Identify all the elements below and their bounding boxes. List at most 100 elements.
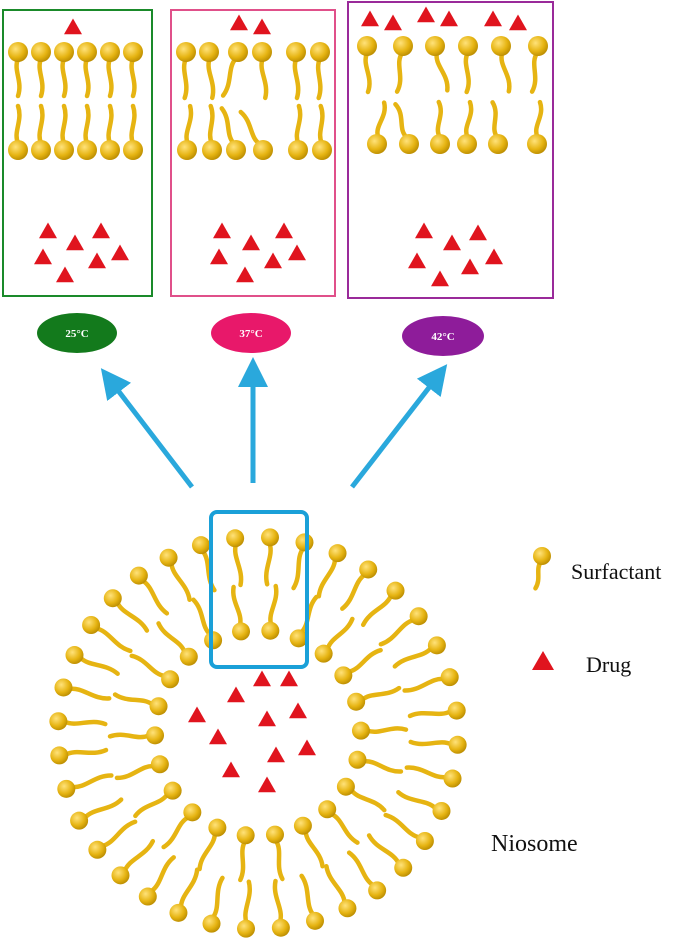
surfactant-molecule bbox=[286, 42, 306, 101]
surfactant-molecule bbox=[404, 765, 462, 788]
surfactant-molecule bbox=[528, 36, 548, 94]
surfactant-molecule bbox=[197, 818, 227, 872]
temp-oval bbox=[402, 316, 484, 356]
panel-bilayer bbox=[8, 18, 143, 283]
surfactant-molecule bbox=[299, 873, 325, 930]
surfactant-molecule bbox=[347, 685, 402, 711]
surfactant-molecule bbox=[340, 560, 378, 611]
drug-molecule bbox=[288, 244, 306, 261]
surfactant-molecule bbox=[293, 816, 325, 869]
drug-molecule bbox=[264, 252, 282, 269]
surfactant-molecule bbox=[392, 636, 446, 669]
panel-bilayer bbox=[357, 6, 548, 287]
drug-molecule bbox=[469, 224, 487, 241]
surfactant-molecule bbox=[169, 867, 200, 922]
drug-molecule bbox=[39, 222, 57, 239]
drug-molecule bbox=[188, 706, 206, 723]
surfactant-molecule bbox=[123, 42, 143, 99]
surfactant-molecule bbox=[133, 781, 182, 819]
surfactant-molecule bbox=[314, 616, 355, 663]
surfactant-molecule bbox=[220, 42, 248, 98]
surfactant-molecule bbox=[70, 797, 124, 830]
panel-25c bbox=[2, 9, 153, 297]
surfactant-molecule bbox=[367, 100, 387, 154]
legend-drug-icon bbox=[532, 651, 554, 670]
panel-42c bbox=[347, 1, 554, 299]
surfactant-molecule bbox=[383, 812, 434, 851]
drug-molecule bbox=[280, 670, 298, 687]
surfactant-molecule bbox=[77, 42, 97, 99]
surfactant-molecule bbox=[54, 42, 74, 99]
surfactant-molecule bbox=[8, 103, 28, 160]
surfactant-molecule bbox=[107, 726, 165, 745]
surfactant-molecule bbox=[159, 548, 192, 602]
panel-37c bbox=[170, 9, 336, 297]
surfactant-molecule bbox=[351, 721, 409, 740]
temp-badge-25c: 25°C bbox=[37, 313, 117, 353]
surfactant-molecule bbox=[271, 878, 290, 937]
drug-molecule bbox=[289, 702, 307, 719]
surfactant-molecule bbox=[312, 103, 332, 160]
surfactant-molecule bbox=[425, 36, 450, 93]
surfactant-molecule bbox=[31, 42, 51, 99]
surfactant-molecule bbox=[288, 103, 308, 160]
drug-molecule bbox=[92, 222, 110, 239]
surfactant-molecule bbox=[318, 800, 360, 845]
surfactant-molecule bbox=[393, 36, 413, 94]
surfactant-molecule bbox=[265, 825, 285, 882]
surfactant-molecule bbox=[82, 615, 133, 654]
surfactant-molecule bbox=[57, 773, 114, 798]
surfactant-molecule bbox=[402, 668, 459, 693]
surfactant-molecule bbox=[103, 589, 150, 633]
surfactant-molecule bbox=[123, 103, 143, 160]
temp-badge-37c: 37°C bbox=[211, 313, 291, 353]
drug-molecule bbox=[484, 10, 502, 27]
surfactant-molecule bbox=[202, 103, 222, 160]
surfactant-molecule bbox=[161, 803, 202, 850]
surfactant-molecule bbox=[50, 746, 109, 765]
surfactant-molecule bbox=[176, 42, 196, 101]
surfactant-molecule bbox=[252, 42, 272, 101]
drug-molecule bbox=[258, 710, 276, 727]
surfactant-molecule bbox=[100, 42, 120, 99]
surfactant-molecule bbox=[291, 533, 314, 591]
drug-molecule bbox=[267, 746, 285, 763]
surfactant-molecule bbox=[177, 103, 197, 160]
drug-molecule bbox=[384, 14, 402, 31]
legend-drug-label: Drug bbox=[586, 652, 631, 677]
surfactant-molecule bbox=[237, 879, 256, 938]
surfactant-molecule bbox=[129, 566, 170, 616]
surfactant-molecule bbox=[261, 583, 280, 640]
surfactant-molecule bbox=[316, 544, 347, 599]
surfactant-molecule bbox=[527, 99, 547, 154]
surfactant-molecule bbox=[393, 102, 419, 154]
surfactant-molecule bbox=[202, 875, 225, 933]
surfactant-molecule bbox=[191, 597, 223, 650]
drug-molecule bbox=[440, 10, 458, 27]
panel-frame bbox=[2, 9, 153, 297]
drug-molecule bbox=[298, 739, 316, 756]
surfactant-molecule bbox=[408, 735, 467, 754]
temp-oval bbox=[211, 313, 291, 353]
drug-molecule bbox=[66, 234, 84, 251]
surfactant-molecule bbox=[430, 99, 450, 154]
drug-molecule bbox=[253, 18, 271, 35]
drug-molecule bbox=[509, 14, 527, 31]
surfactant-molecule bbox=[360, 581, 405, 628]
surfactant-molecule bbox=[54, 678, 112, 701]
drug-molecule bbox=[88, 252, 106, 269]
surfactant-molecule bbox=[138, 855, 176, 906]
panel-frame bbox=[170, 9, 336, 297]
arrows bbox=[100, 357, 448, 489]
panel-bilayer bbox=[176, 14, 332, 283]
drug-molecule bbox=[443, 234, 461, 251]
surfactant-molecule bbox=[348, 750, 404, 774]
drug-molecule bbox=[64, 18, 82, 35]
drug-molecule bbox=[258, 776, 276, 793]
drug-molecule bbox=[222, 761, 240, 778]
drug-molecule bbox=[431, 270, 449, 287]
drug-molecule bbox=[408, 252, 426, 269]
niosome-vesicle bbox=[49, 528, 467, 938]
surfactant-molecule bbox=[488, 100, 508, 154]
